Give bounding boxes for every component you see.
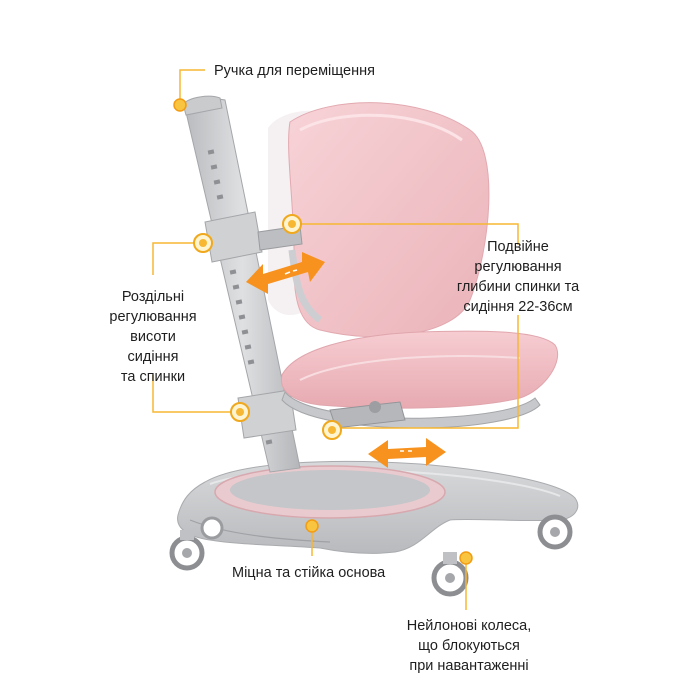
height-line-3: висоти <box>130 329 176 345</box>
depth-line-3: глибини спинки та <box>456 279 580 295</box>
wheel-icon <box>537 514 573 550</box>
height-line-5: та спинки <box>120 369 186 385</box>
base-callout: Міцна та стійка основа <box>232 563 385 583</box>
height-line-2: регулювання <box>109 309 197 325</box>
callout-lines <box>152 69 519 610</box>
wheel-icon <box>169 530 205 571</box>
handle-label: Ручка для переміщення <box>214 63 375 79</box>
knob-icon <box>193 233 213 253</box>
wheel-icon <box>200 516 224 540</box>
wheels-callout: Нейлонові колеса, що блокуються при нава… <box>384 616 554 676</box>
base-label: Міцна та стійка основа <box>232 565 386 581</box>
height-line-1: Роздільні <box>121 289 185 305</box>
height-column <box>182 95 301 473</box>
knob-icon <box>230 402 250 422</box>
depth-line-4: сидіння 22-36см <box>463 299 573 315</box>
knob-icon <box>305 519 319 533</box>
handle-callout: Ручка для переміщення <box>214 61 375 81</box>
seat <box>280 330 558 429</box>
wheels-line-3: при навантаженні <box>409 658 529 674</box>
height-line-4: сидіння <box>127 349 179 365</box>
depth-callout: Подвійне регулювання глибини спинки та с… <box>428 237 608 317</box>
knob-icon <box>322 420 342 440</box>
knob-icon <box>282 214 302 234</box>
chair-base <box>177 460 579 554</box>
arrow-left-right-icon <box>246 252 325 294</box>
arrow-left-right-icon <box>368 438 446 468</box>
height-callout: Роздільні регулювання висоти сидіння та … <box>93 287 213 387</box>
depth-line-2: регулювання <box>474 259 562 275</box>
wheels-line-1: Нейлонові колеса, <box>406 618 532 634</box>
knob-icon <box>173 98 187 112</box>
depth-line-1: Подвійне <box>487 239 549 255</box>
backrest <box>257 102 490 338</box>
knob-icon <box>459 551 473 565</box>
wheels-line-2: що блокуються <box>418 638 520 654</box>
